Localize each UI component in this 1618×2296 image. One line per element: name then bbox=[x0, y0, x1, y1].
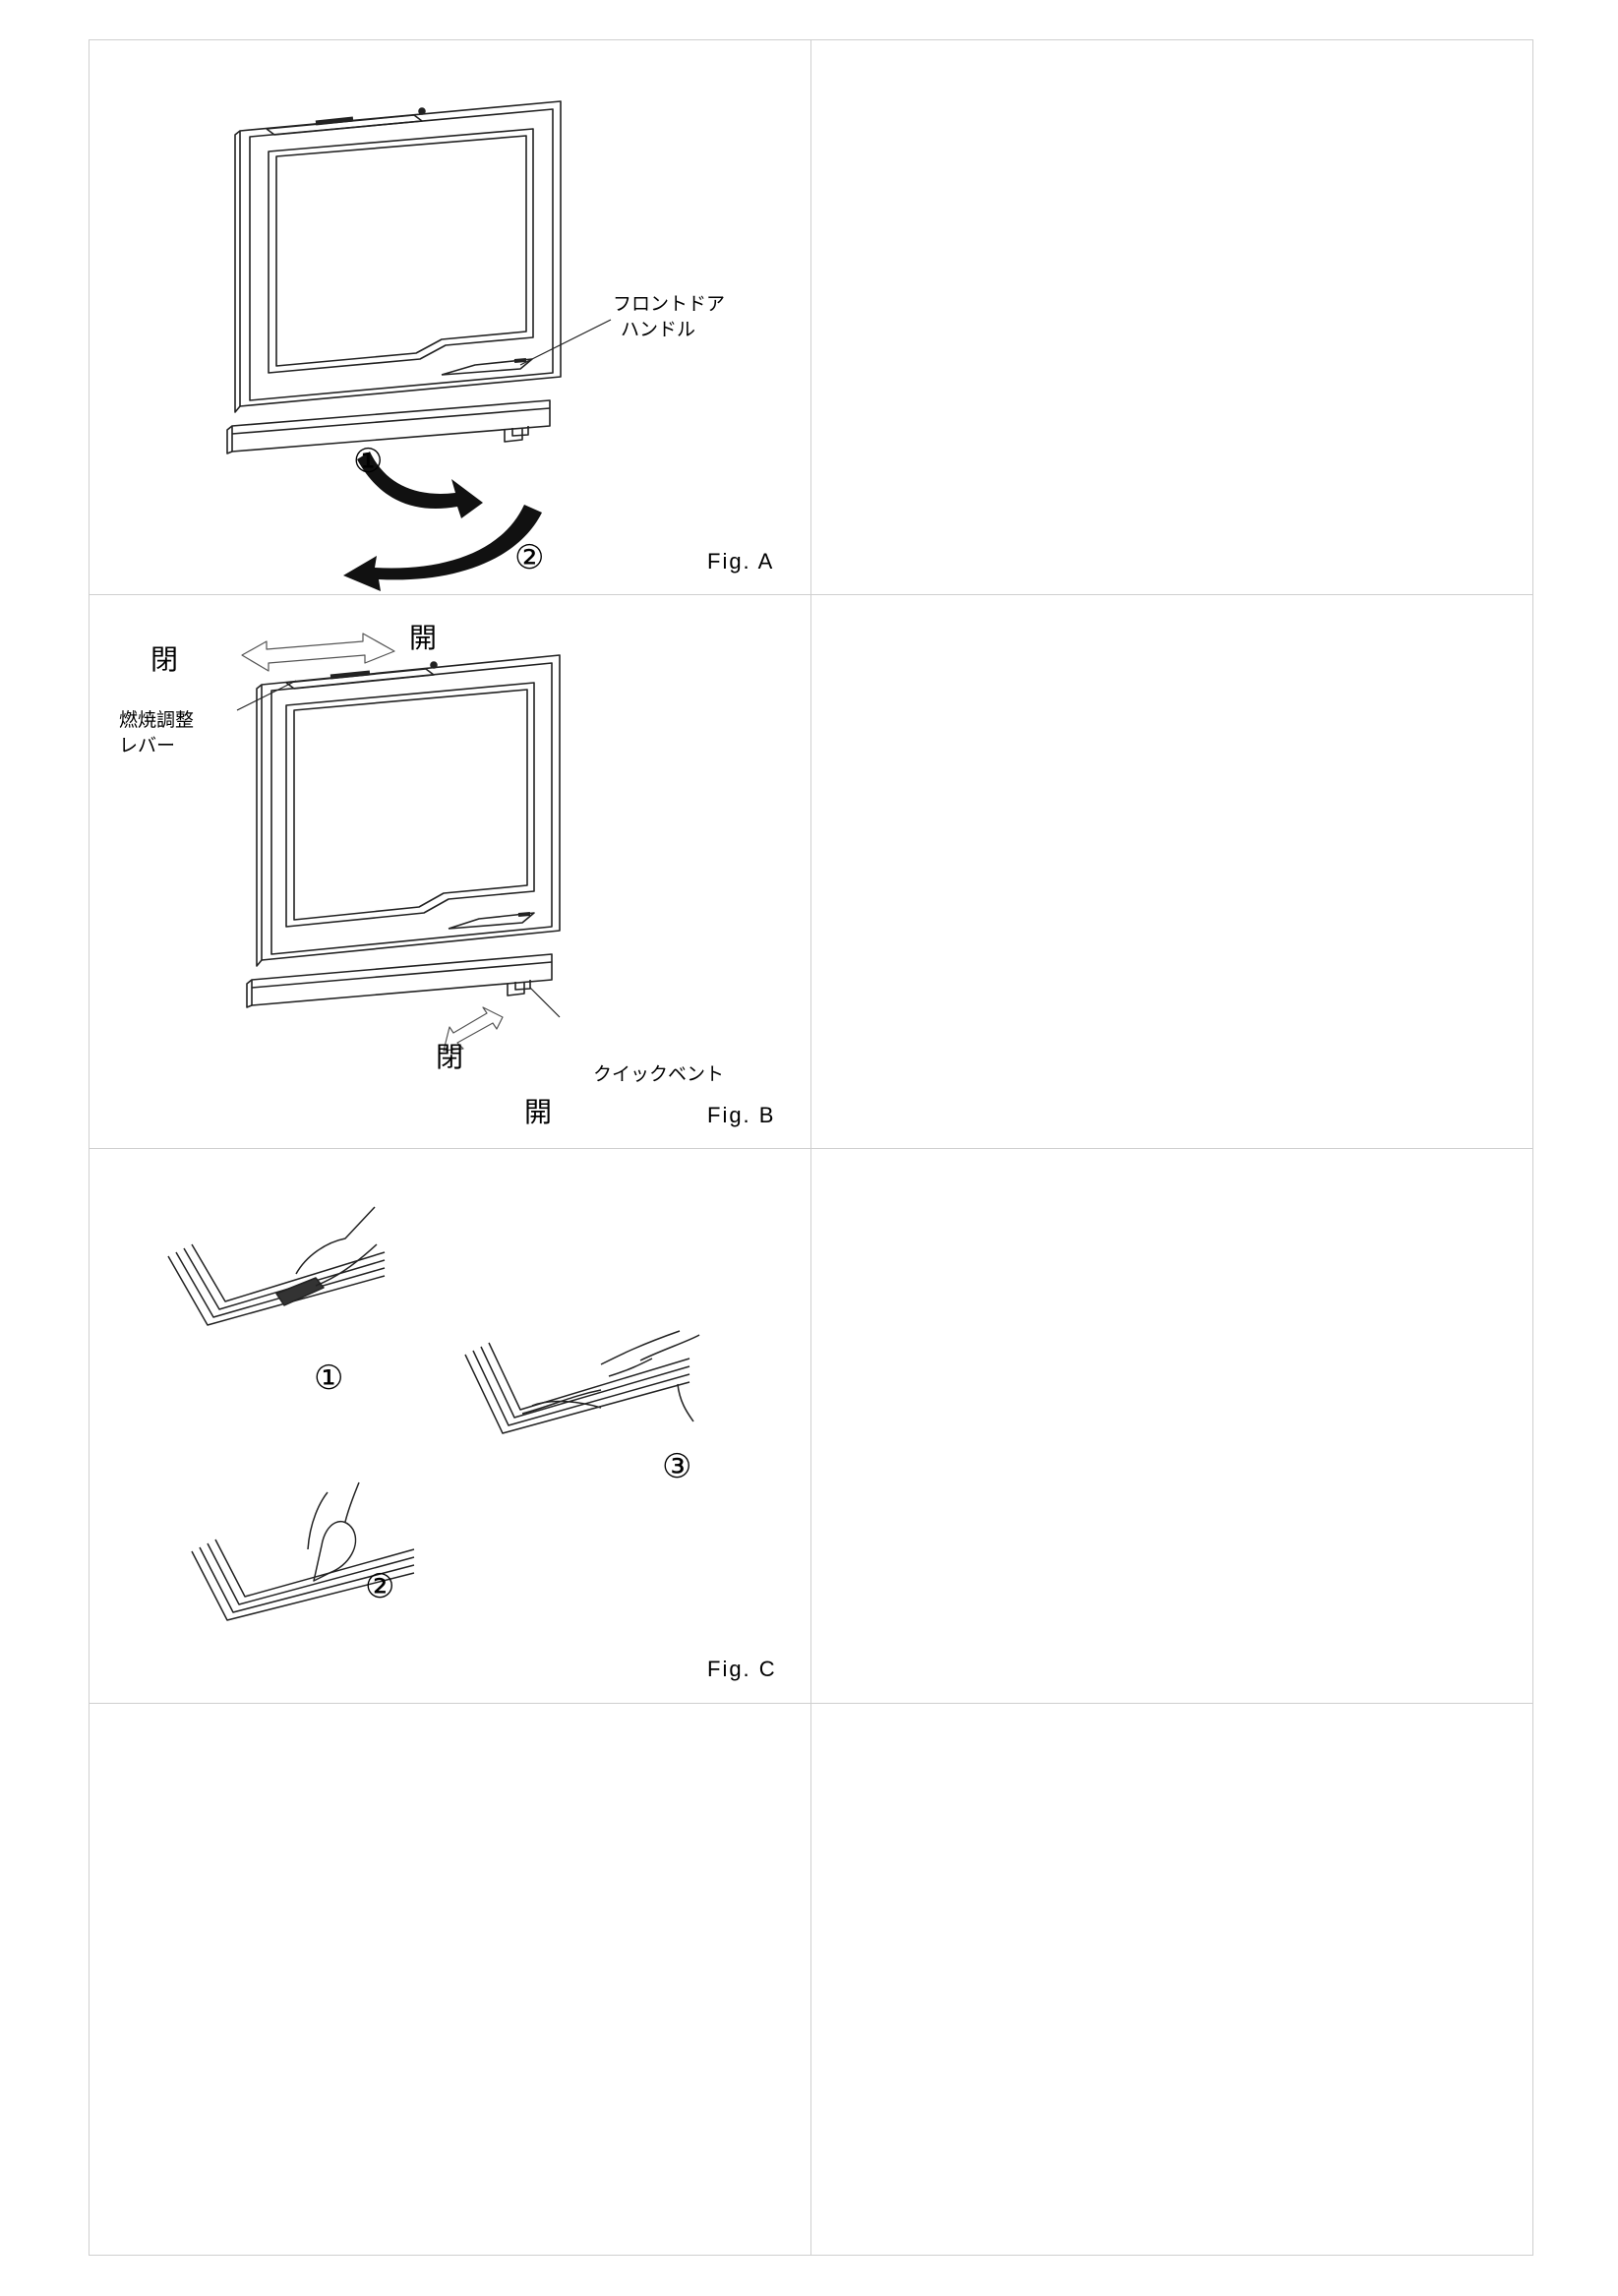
combustion-lever-label-line2: レバー bbox=[119, 735, 176, 756]
step-1-marker: ① bbox=[353, 442, 384, 481]
figure-c-panel: ① ③ ② Fig. C bbox=[90, 1148, 810, 1703]
figure-a-panel: フロントドア ハンドル ① ② Fig. A bbox=[90, 40, 810, 594]
figure-c-caption: Fig. C bbox=[707, 1657, 777, 1681]
lever-close-label: 閉 bbox=[150, 643, 179, 676]
step-2-marker: ② bbox=[365, 1567, 395, 1606]
stove-controls-illustration bbox=[236, 633, 561, 1052]
step-3-marker: ③ bbox=[662, 1447, 692, 1486]
vent-open-label: 開 bbox=[524, 1096, 553, 1128]
row-divider bbox=[90, 1703, 1532, 1704]
figure-b-caption: Fig. B bbox=[707, 1103, 776, 1127]
figure-a-caption: Fig. A bbox=[707, 549, 775, 574]
stove-door-illustration bbox=[226, 100, 612, 591]
page-grid: フロントドア ハンドル ① ② Fig. A bbox=[89, 39, 1533, 2256]
figure-b-panel: 閉 開 燃焼調整 レバー 閉 開 クイックベント Fig. B bbox=[90, 594, 810, 1148]
row-divider bbox=[90, 594, 1532, 595]
front-door-handle-label-line1: フロントドア bbox=[613, 293, 726, 315]
column-divider bbox=[810, 40, 811, 2255]
combustion-lever-label-line1: 燃焼調整 bbox=[119, 709, 195, 731]
step-1-marker: ① bbox=[314, 1359, 344, 1398]
gasket-replacement-illustration bbox=[167, 1206, 700, 1621]
vent-close-label: 閉 bbox=[436, 1041, 464, 1073]
step-2-marker: ② bbox=[514, 538, 545, 577]
lever-open-label: 開 bbox=[409, 622, 438, 654]
quick-vent-label: クイックベント bbox=[593, 1063, 725, 1085]
row-divider bbox=[90, 1148, 1532, 1149]
front-door-handle-label-line2: ハンドル bbox=[621, 319, 696, 340]
